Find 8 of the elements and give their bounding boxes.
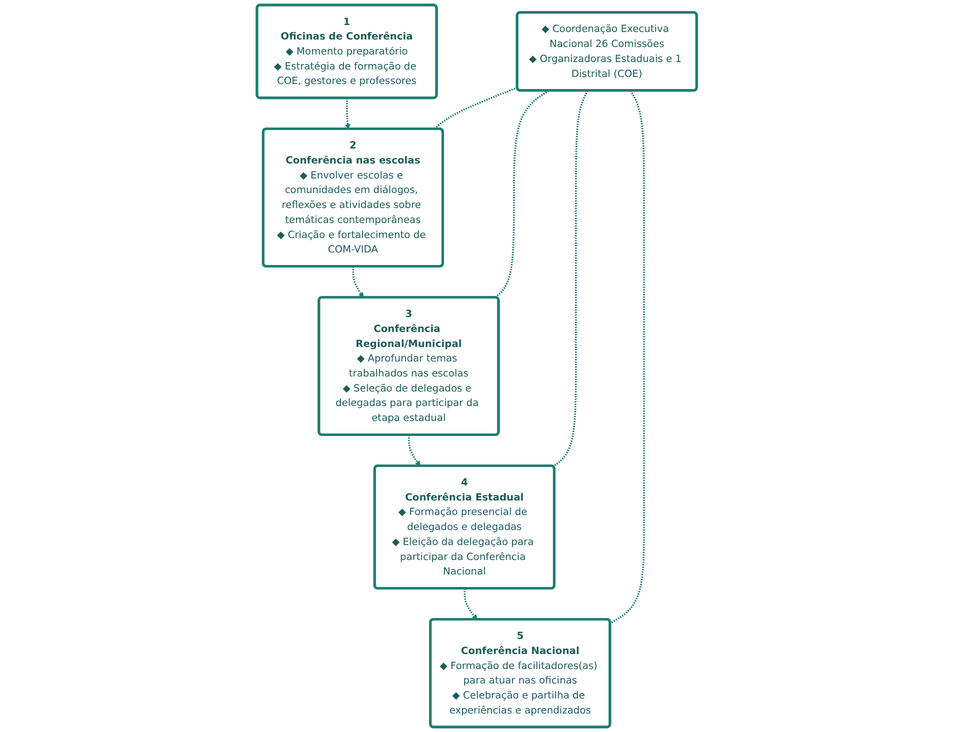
arrow: [352, 266, 364, 298]
arrow: [344, 98, 350, 130]
connector: [552, 90, 588, 468]
connector: [494, 90, 549, 298]
arrow: [463, 588, 478, 620]
connector: [609, 90, 645, 624]
connector: [433, 86, 518, 130]
arrow: [408, 435, 420, 466]
